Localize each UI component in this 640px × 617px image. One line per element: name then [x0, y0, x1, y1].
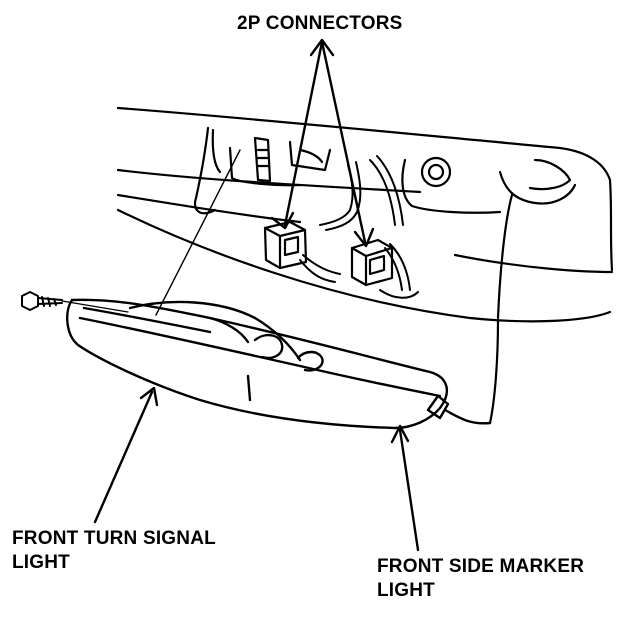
light-recess: [193, 126, 577, 215]
screw-guide-line: [61, 300, 129, 313]
side-marker-label-line2: LIGHT: [377, 580, 435, 601]
connector-right: [350, 238, 394, 287]
turn-signal-label-line2: LIGHT: [12, 552, 70, 573]
turn-signal-label-line1: FRONT TURN SIGNAL: [12, 528, 216, 549]
side-marker-light-label: FRONT SIDE MARKER LIGHT: [377, 555, 584, 603]
side-marker-label-line1: FRONT SIDE MARKER: [377, 556, 585, 577]
wiring-harness: [299, 155, 419, 299]
connectors-label-text: 2P CONNECTORS: [237, 13, 403, 34]
housing-guide-line: [155, 149, 241, 316]
connectors-label: 2P CONNECTORS: [237, 12, 403, 36]
bumper-lower-edge: [488, 193, 514, 425]
leader-arrows: [93, 38, 420, 552]
connector-left: [263, 220, 308, 270]
bumper-body: [116, 106, 614, 323]
turn-signal-light-housing: [66, 298, 492, 430]
turn-signal-light-label: FRONT TURN SIGNAL LIGHT: [12, 527, 216, 575]
screw: [21, 291, 63, 311]
